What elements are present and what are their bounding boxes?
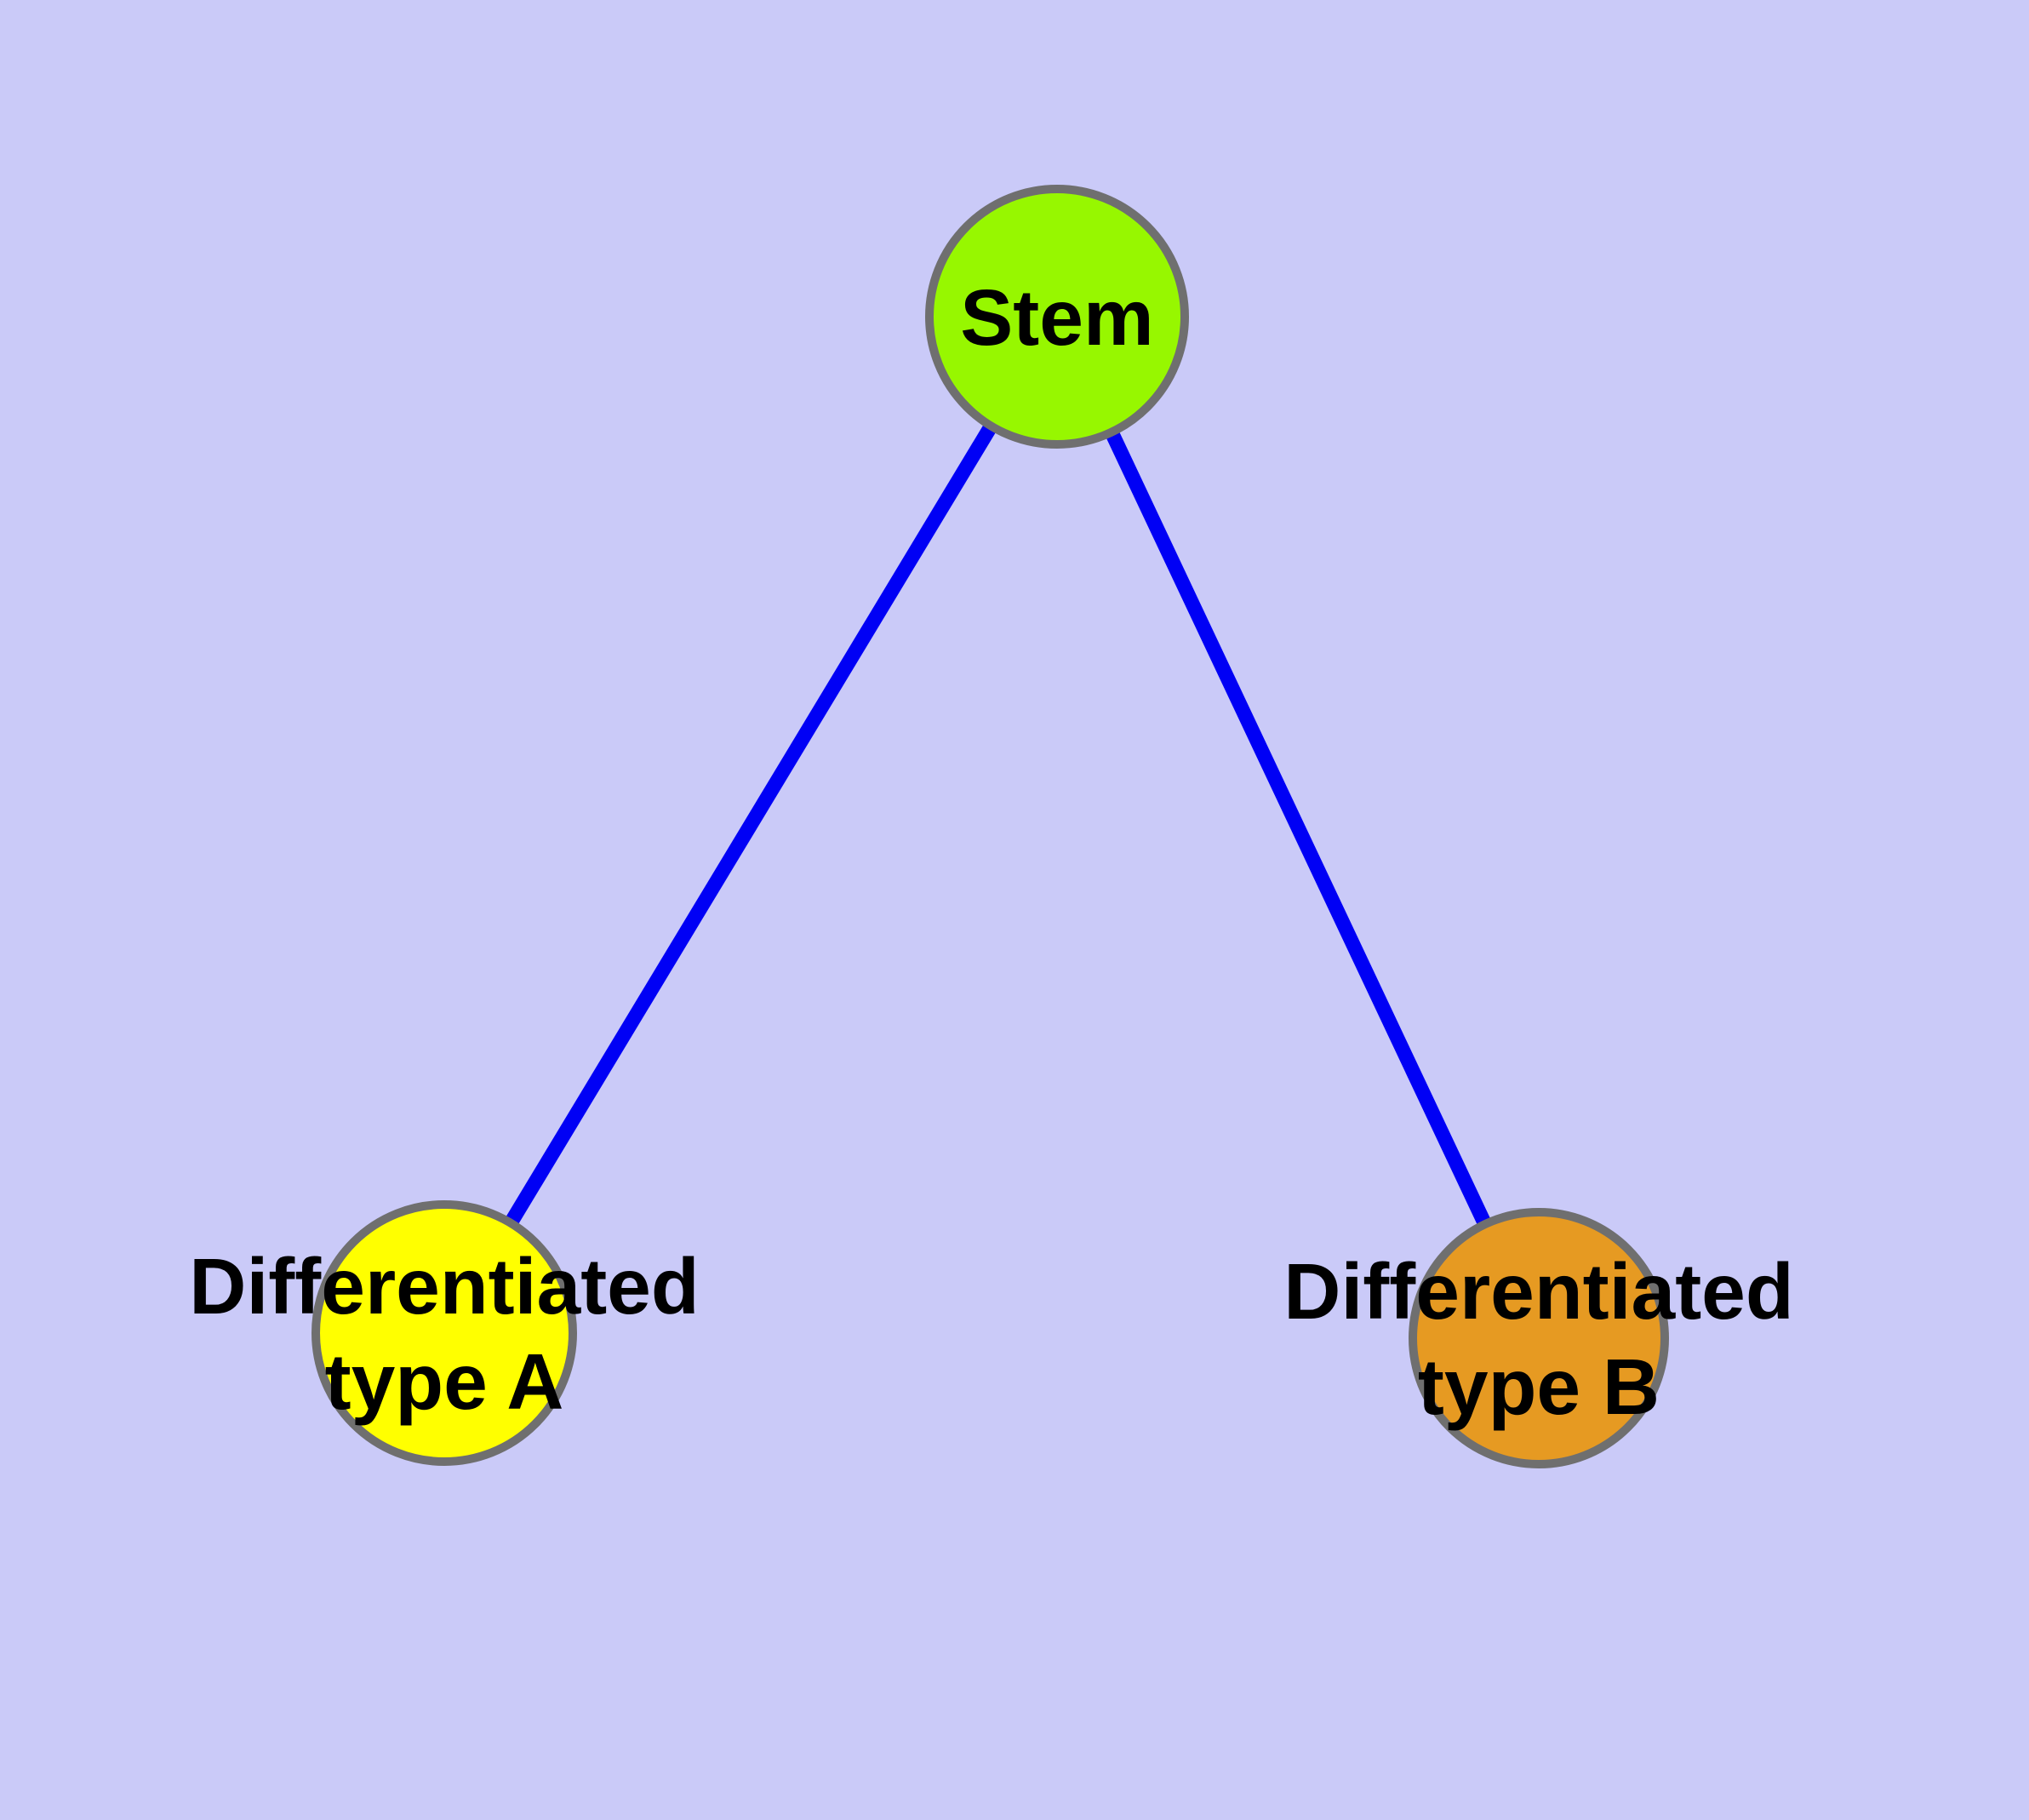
edge-stem-type-a [437, 312, 1064, 1337]
edge-stem-type-b [1050, 313, 1546, 1342]
node-type-b-label-line-1: Differentiated [1283, 1247, 1793, 1336]
node-type-a-label-line-1: Differentiated [189, 1242, 699, 1331]
node-type-b-circle [1409, 1208, 1669, 1468]
node-stem-label-line-1: Stem [960, 273, 1153, 362]
node-stem-label: Stem [960, 273, 1153, 362]
node-stem-circle [925, 185, 1189, 449]
node-type-a-label-line-2: type A [325, 1337, 564, 1426]
node-type-a-circle [311, 1200, 577, 1466]
node-type-b-label-line-2: type B [1418, 1342, 1660, 1431]
